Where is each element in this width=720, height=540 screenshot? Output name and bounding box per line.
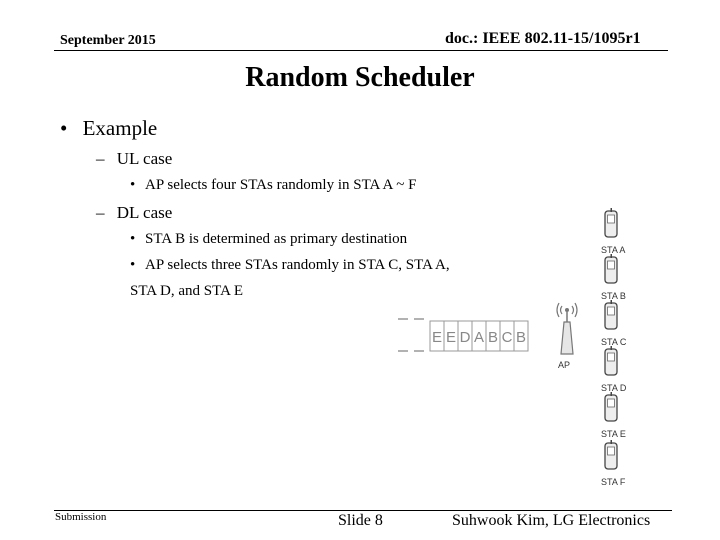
dash-marker: –	[96, 203, 105, 222]
queue-cell-label: C	[502, 329, 513, 346]
bullet-ul-text: UL case	[116, 149, 173, 168]
station-sta-e: STA E	[598, 392, 626, 439]
bullet-dl-detail-2-cont: STA D, and STA E	[130, 283, 244, 299]
footer-submission: Submission	[55, 511, 107, 523]
dash-marker: –	[96, 149, 105, 168]
queue-cells: E E D A B C B	[429, 320, 529, 352]
queue-cell-label: A	[474, 329, 484, 346]
station-sta-f: STA F	[598, 440, 625, 487]
mobile-phone-icon	[604, 346, 618, 376]
slide-title: Random Scheduler	[245, 62, 475, 93]
station-label: STA B	[601, 291, 626, 301]
mobile-phone-icon	[604, 440, 618, 470]
station-sta-c: STA C	[598, 300, 626, 347]
station-sta-a: STA A	[598, 208, 625, 255]
footer-author: Suhwook Kim, LG Electronics	[452, 512, 651, 529]
bullet-dot-small: •	[130, 257, 136, 273]
bullet-example-text: Example	[82, 116, 158, 140]
bullet-example: • Example	[60, 116, 157, 141]
footer-slide-number: Slide 8	[338, 512, 383, 529]
header-divider	[54, 50, 668, 51]
queue-cell-label: E	[432, 329, 442, 346]
queue-cell-label: B	[516, 329, 526, 346]
station-label: STA A	[601, 245, 626, 255]
bullet-dot-small: •	[130, 177, 136, 193]
bullet-ul-case: – UL case	[96, 149, 172, 169]
station-label: STA F	[601, 477, 626, 487]
bullet-dl-case: – DL case	[96, 203, 172, 223]
mobile-phone-icon	[604, 208, 618, 238]
queue-cell-label: D	[460, 329, 471, 346]
bullet-dot: •	[60, 116, 68, 140]
access-point-icon	[556, 302, 578, 355]
queue-cell-label: E	[446, 329, 456, 346]
header-date: September 2015	[60, 33, 156, 48]
queue-cell-label: B	[488, 329, 498, 346]
station-label: STA C	[601, 337, 627, 347]
station-label: STA E	[601, 429, 626, 439]
bullet-dl-detail-1-text: STA B is determined as primary destinati…	[145, 231, 408, 247]
bullet-ul-detail-text: AP selects four STAs randomly in STA A ~…	[145, 177, 417, 193]
bullet-dl-detail-1: • STA B is determined as primary destina…	[130, 231, 407, 248]
bullet-ul-detail: • AP selects four STAs randomly in STA A…	[130, 177, 416, 194]
mobile-phone-icon	[604, 254, 618, 284]
station-sta-d: STA D	[598, 346, 626, 393]
bullet-dot-small: •	[130, 231, 136, 247]
mobile-phone-icon	[604, 392, 618, 422]
header-doc-id: doc.: IEEE 802.11-15/1095r1	[445, 30, 641, 47]
ap-label: AP	[558, 360, 571, 370]
bullet-dl-detail-2-text: AP selects three STAs randomly in STA C,…	[145, 257, 450, 273]
station-label: STA D	[601, 383, 627, 393]
mobile-phone-icon	[604, 300, 618, 330]
footer-divider	[54, 510, 672, 511]
station-sta-b: STA B	[598, 254, 626, 301]
bullet-dl-text: DL case	[116, 203, 173, 222]
queue-cell	[513, 320, 529, 352]
downlink-queue-diagram: E E D A B C B	[398, 318, 529, 352]
bullet-dl-detail-2: • AP selects three STAs randomly in STA …	[130, 257, 450, 274]
